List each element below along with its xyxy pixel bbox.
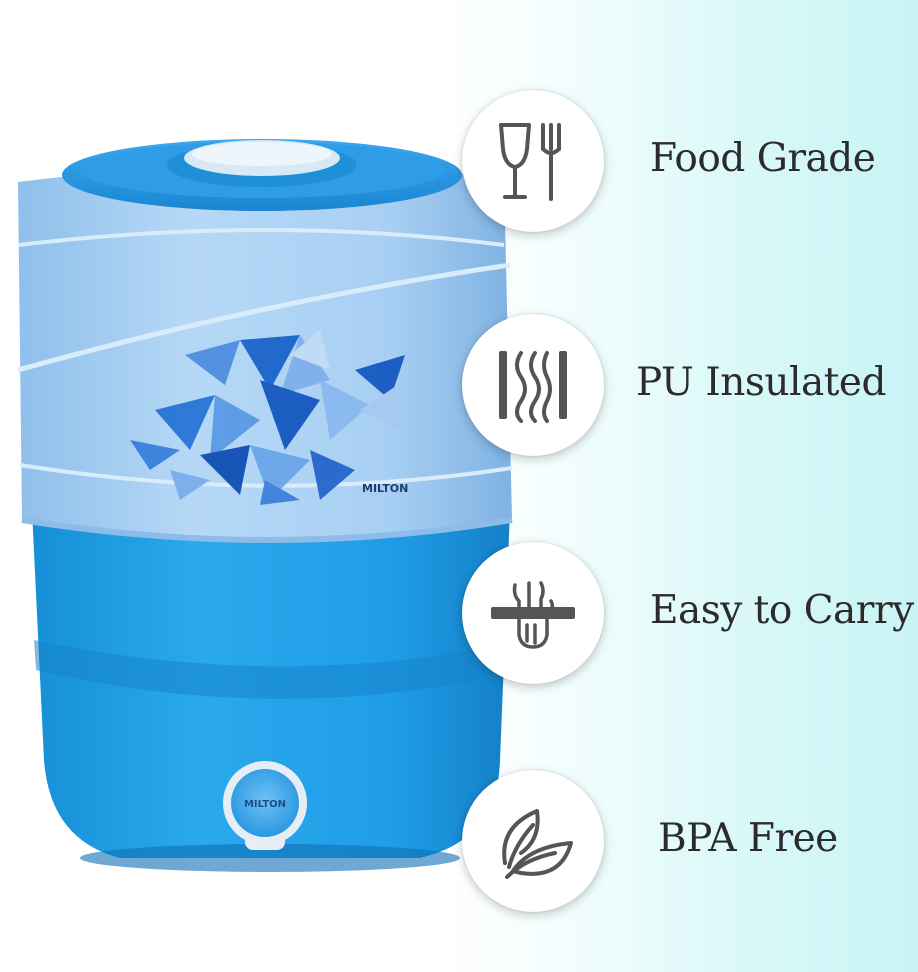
- feature-label: Easy to Carry: [650, 588, 914, 633]
- feature-circle: [462, 90, 604, 232]
- feature-pu-insulated: PU Insulated: [462, 314, 902, 464]
- feature-circle: [462, 770, 604, 912]
- feature-label: Food Grade: [650, 136, 876, 181]
- feature-label: PU Insulated: [636, 360, 886, 405]
- leaf-icon: [502, 809, 573, 879]
- water-jug-image: MILTON MILTON: [17, 139, 513, 872]
- hand-carry-icon: [491, 581, 575, 649]
- feature-label: BPA Free: [658, 816, 838, 861]
- food-grade-icon: [499, 123, 561, 201]
- feature-circle: [462, 542, 604, 684]
- feature-circle: [462, 314, 604, 456]
- feature-easy-to-carry: Easy to Carry: [462, 542, 914, 692]
- insulation-icon: [499, 351, 567, 423]
- feature-bpa-free: BPA Free: [462, 770, 902, 920]
- brand-logo-body: MILTON: [362, 482, 408, 495]
- brand-logo-tap: MILTON: [244, 799, 286, 810]
- feature-food-grade: Food Grade: [462, 90, 902, 240]
